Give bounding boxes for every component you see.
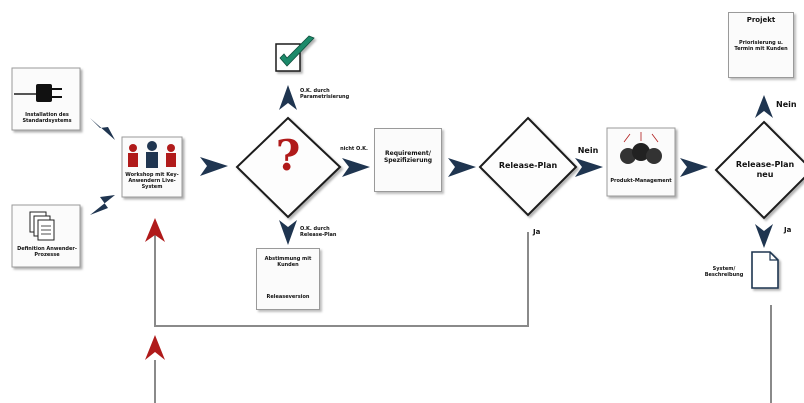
system-beschreibung-label: System/ Beschreibung (704, 266, 744, 278)
people-icon (121, 136, 183, 198)
projekt-title: Projekt (746, 16, 776, 24)
arrow-requirement-release (448, 158, 476, 177)
edge-ja-2: Ja (784, 226, 792, 234)
arrow-decision-requirement (342, 158, 370, 177)
red-arrow-up-1 (145, 218, 165, 242)
releaseversion-label: Releaseversion (266, 294, 310, 300)
edge-nicht-ok: nicht O.K. (340, 146, 368, 152)
arrow-definition-workshop (90, 195, 115, 215)
edge-ok-param: O.K. durch Parametrisierung (300, 88, 350, 100)
edge-ok-release: O.K. durch Release-Plan (300, 226, 337, 238)
arrow-releaseneu-projekt (755, 95, 773, 118)
arrow-decision-abstimmung (279, 220, 297, 245)
edge-nein-1: Nein (577, 146, 599, 155)
release-plan-neu-label: Release-Plan neu (735, 160, 795, 179)
edge-nein-2: Nein (776, 100, 797, 109)
arrow-workshop-decision (200, 157, 228, 176)
decision-question-mark: ? (275, 131, 301, 180)
requirement-box (374, 128, 442, 192)
edge-ja-1: Ja (533, 228, 541, 236)
workshop-label: Workshop mit Key-Anwendern Live-System (125, 172, 179, 190)
documents-icon (11, 204, 81, 268)
feedback-line-release (154, 232, 529, 327)
diamond-question (235, 116, 342, 219)
abstimmung-label: Abstimmung mit Kunden (264, 256, 312, 268)
produkt-label: Produkt-Management (610, 178, 672, 184)
system-document-icon (751, 251, 779, 289)
diamond-release-plan-neu (714, 120, 804, 220)
arrow-decision-param (279, 85, 297, 110)
definition-label: Definition Anwender-Prozesse (17, 246, 77, 258)
arrow-produkt-releaseneu (680, 158, 708, 177)
requirement-label: Requirement/ Spezifizierung (383, 150, 433, 164)
projekt-body: Priorisierung u. Termin mit Kunden (734, 40, 788, 52)
abstimmung-box (256, 248, 320, 310)
projekt-box (728, 12, 794, 78)
arrow-installation-workshop (90, 118, 115, 140)
plug-icon (11, 67, 81, 131)
checkbox-icon (275, 35, 315, 72)
produkt-management-icon (606, 127, 676, 197)
arrow-releaseneu-system (755, 224, 773, 248)
installation-label: Installation des Standardsystems (22, 112, 72, 124)
red-arrow-up-2 (145, 335, 165, 360)
diamond-release-plan (478, 116, 578, 217)
release-plan-label: Release-Plan (498, 161, 558, 170)
arrow-release-produkt (575, 158, 603, 177)
